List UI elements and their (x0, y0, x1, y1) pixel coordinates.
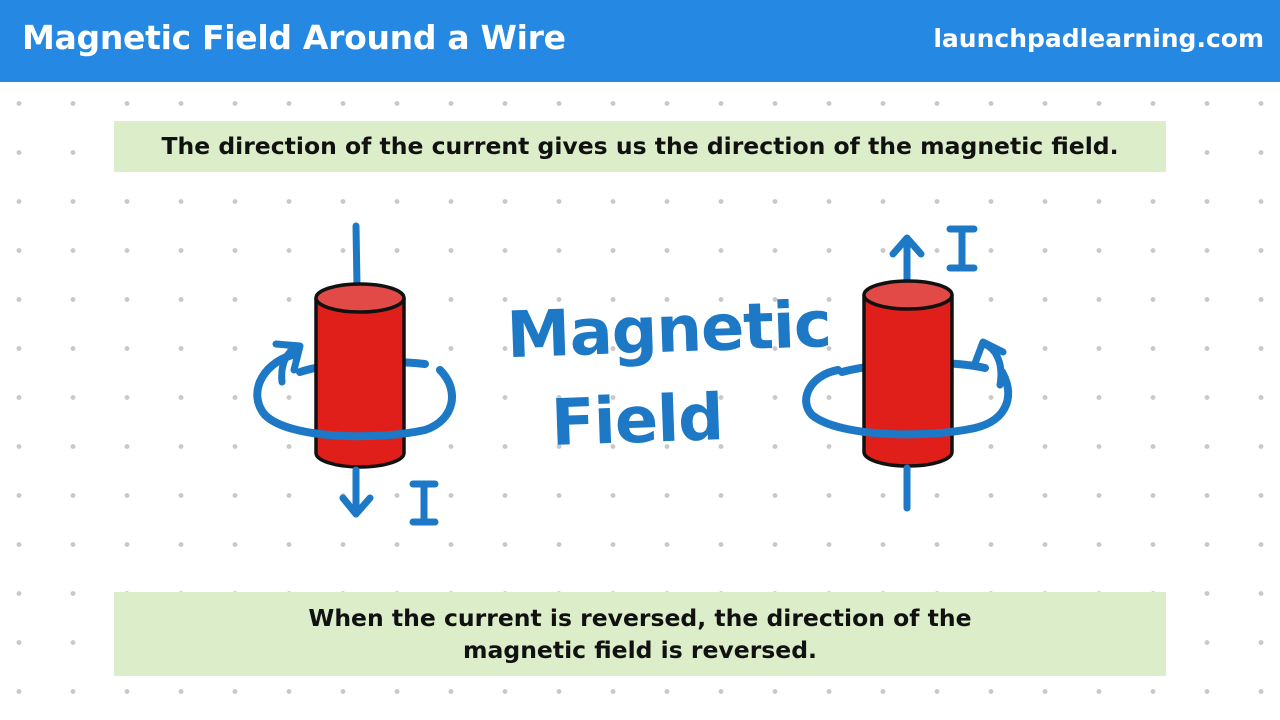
left-field-arrow-icon (272, 340, 304, 386)
right-wire (802, 225, 1013, 512)
right-cylinder-top (862, 279, 954, 311)
site-name: launchpadlearning.com (933, 24, 1264, 53)
left-wire-top-lead (352, 222, 361, 290)
left-cylinder-top (314, 282, 406, 314)
left-current-label (409, 480, 439, 526)
left-wire (253, 222, 456, 526)
bottom-callout: When the current is reversed, the direct… (114, 592, 1166, 676)
left-cylinder-body (314, 298, 406, 469)
bottom-callout-line-2: magnetic field is reversed. (463, 636, 817, 664)
left-field-loop-front (253, 351, 456, 441)
center-label-line-2: Field (550, 381, 724, 461)
right-cylinder-body (862, 295, 954, 468)
left-current-arrow-icon (339, 494, 374, 518)
center-label-line-1: Magnetic (506, 288, 833, 373)
right-current-arrow-icon (889, 234, 925, 258)
right-field-arrow-icon (970, 338, 1007, 389)
top-callout: The direction of the current gives us th… (114, 121, 1166, 172)
header-bar: Magnetic Field Around a Wire launchpadle… (0, 0, 1280, 82)
bottom-callout-line-1: When the current is reversed, the direct… (308, 604, 972, 632)
right-field-loop-front (802, 366, 1013, 439)
page-title: Magnetic Field Around a Wire (22, 18, 566, 57)
right-current-label (946, 225, 978, 272)
